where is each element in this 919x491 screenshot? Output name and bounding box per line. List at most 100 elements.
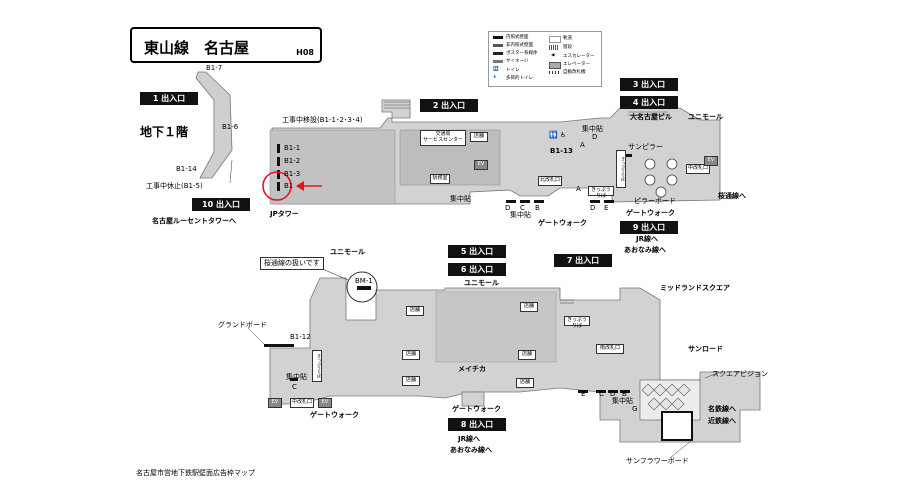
room-ev-4: EV xyxy=(268,398,282,408)
legend-swatch-stairs xyxy=(549,45,559,50)
sun-pillars xyxy=(644,158,678,198)
legend-swatch-poster xyxy=(493,52,503,55)
grand-board: グランドボード xyxy=(218,321,267,329)
concourse-3: 集中貼 xyxy=(510,211,531,219)
passage-west-diagonal xyxy=(195,71,233,179)
exit-8[interactable]: 8 出入口 xyxy=(448,418,506,431)
pillar-board: ピラーボード xyxy=(634,197,676,205)
sakuradori-note: 桜通線の扱いです xyxy=(260,257,324,270)
unimall-mid: ユニモール xyxy=(330,248,365,256)
label-b1-1: B1-1 xyxy=(284,144,301,152)
gatewalk-left: ゲートウォーク xyxy=(310,411,359,419)
highlight-circle xyxy=(262,171,292,201)
letter-e-bot: E xyxy=(581,390,586,398)
room-shop-7: 店舗 xyxy=(516,378,534,388)
legend-signage: サイネージ xyxy=(506,59,529,64)
label-b1-13: B1-13 xyxy=(550,147,573,155)
to-kintetsu: 近鉄線へ xyxy=(708,417,736,425)
legend-track: 軌道 xyxy=(563,36,572,41)
sunflower-board xyxy=(661,411,693,441)
room-ev-1: EV xyxy=(474,160,488,170)
exit-7[interactable]: 7 出入口 xyxy=(554,254,612,267)
station-name: 名古屋 xyxy=(204,39,250,57)
escalator-icon: ◀ xyxy=(551,53,555,58)
room-ev-3: EV xyxy=(318,398,332,408)
exit-4[interactable]: 4 出入口 xyxy=(620,96,678,109)
midland-square: ミッドランドスクエア xyxy=(660,284,730,292)
exit-9[interactable]: 9 出入口 xyxy=(620,221,678,234)
exit-5[interactable]: 5 出入口 xyxy=(448,245,506,258)
legend-accessible: 多目的トイレ xyxy=(506,76,533,81)
to-jr-bottom: JR線へ xyxy=(458,435,480,443)
exit-2[interactable]: 2 出入口 xyxy=(420,99,478,112)
legend-unlit: 非内照式壁面 xyxy=(506,43,533,48)
legend-swatch-elevator xyxy=(549,62,561,69)
gatewalk-top: ゲートウォーク xyxy=(538,219,587,227)
footer-caption: 名古屋市営地下鉄駅壁面広告枠マップ xyxy=(136,469,255,477)
meichika: メイチカ xyxy=(458,365,486,373)
lower-track xyxy=(435,291,557,363)
legend-swatch-gate xyxy=(549,71,559,74)
concourse-4: 集中貼 xyxy=(286,373,307,381)
room-central-gate: 中改札口 xyxy=(686,164,710,174)
line-name: 東山線 xyxy=(144,39,190,57)
room-shop-1: 店舗 xyxy=(470,132,488,142)
label-b1-12: B1-12 xyxy=(290,333,311,341)
construction-moved: 工事中移設(B1-1･2･3･4) xyxy=(282,116,363,124)
bm1-circle xyxy=(346,271,378,303)
highlight-arrowhead xyxy=(296,181,304,191)
concourse-1: 集中貼 xyxy=(582,125,603,133)
letter-a-top: A xyxy=(576,185,581,193)
letter-b-bot: B xyxy=(622,390,627,398)
exit-10[interactable]: 10 出入口 xyxy=(192,198,250,211)
sunflower-board-label: サンフラワーボード xyxy=(626,457,689,465)
sunroad: サンロード xyxy=(688,345,723,353)
to-sakuradori: 桜通線へ xyxy=(718,192,746,200)
room-ticket-2: きっぷうりば xyxy=(616,150,626,188)
room-ticket-3: きっぷうりば xyxy=(564,316,590,329)
floor-label: 地下１階 xyxy=(140,125,189,139)
to-jr-top: JR線へ xyxy=(636,235,658,243)
room-shop-3: 店舗 xyxy=(520,302,538,312)
label-bm-1: BM-1 xyxy=(355,277,373,285)
room-shop-5: 店舗 xyxy=(518,350,536,360)
stairs-group xyxy=(384,101,668,304)
room-north-gate: 北改札口 xyxy=(538,176,562,186)
legend-swatch-unlit xyxy=(493,44,503,47)
legend-toilet: トイレ xyxy=(506,68,520,73)
legend: 内照式壁面 非内照式壁面 ポスター系媒体 サイネージ 🚻 トイレ ♿ 多目的トイ… xyxy=(488,31,602,87)
room-service-center: 交通局 サービスセンター xyxy=(420,130,466,146)
legend-stairs: 階段 xyxy=(563,45,572,50)
unimall-lower: ユニモール xyxy=(464,279,499,287)
sun-pillar: サンピラー xyxy=(628,143,663,151)
lucent-tower: 名古屋ルーセントタワーへ xyxy=(152,217,236,225)
exit-3[interactable]: 3 出入口 xyxy=(620,78,678,91)
exit8-corridor xyxy=(461,391,485,407)
legend-elevator: エレベーター xyxy=(563,62,590,67)
letter-e-top: E xyxy=(604,204,609,212)
station-code: H08 xyxy=(296,48,314,57)
title-box: 東山線 名古屋 H08 xyxy=(130,27,322,63)
label-b1-6: B1-6 xyxy=(222,123,239,131)
to-meitetsu: 名鉄線へ xyxy=(708,405,736,413)
to-aonami-top: あおなみ線へ xyxy=(624,246,666,254)
label-b1-2: B1-2 xyxy=(284,157,301,165)
room-south-gate: 南改札口 xyxy=(596,344,624,354)
legend-lit: 内照式壁面 xyxy=(506,35,529,40)
exit-6[interactable]: 6 出入口 xyxy=(448,263,506,276)
letter-c-bot: C xyxy=(599,390,604,398)
room-station-office: 駅務室 xyxy=(430,174,450,184)
label-b1-7: B1-7 xyxy=(206,64,223,72)
letter-d-top: D xyxy=(505,204,511,212)
toilet-icon: 🚻 xyxy=(549,131,558,139)
wall-ads xyxy=(264,144,632,393)
label-b1: B1 xyxy=(284,182,294,190)
letter-g-bot: G xyxy=(632,405,638,413)
gatewalk-top2: ゲートウォーク xyxy=(626,209,675,217)
room-ev-2: EV xyxy=(704,156,718,166)
label-b1-3: B1-3 xyxy=(284,170,301,178)
toilet-icon: 🚻 xyxy=(493,67,499,72)
room-shop-4: 店舗 xyxy=(402,350,420,360)
exit-1[interactable]: 1 出入口 xyxy=(140,92,198,105)
